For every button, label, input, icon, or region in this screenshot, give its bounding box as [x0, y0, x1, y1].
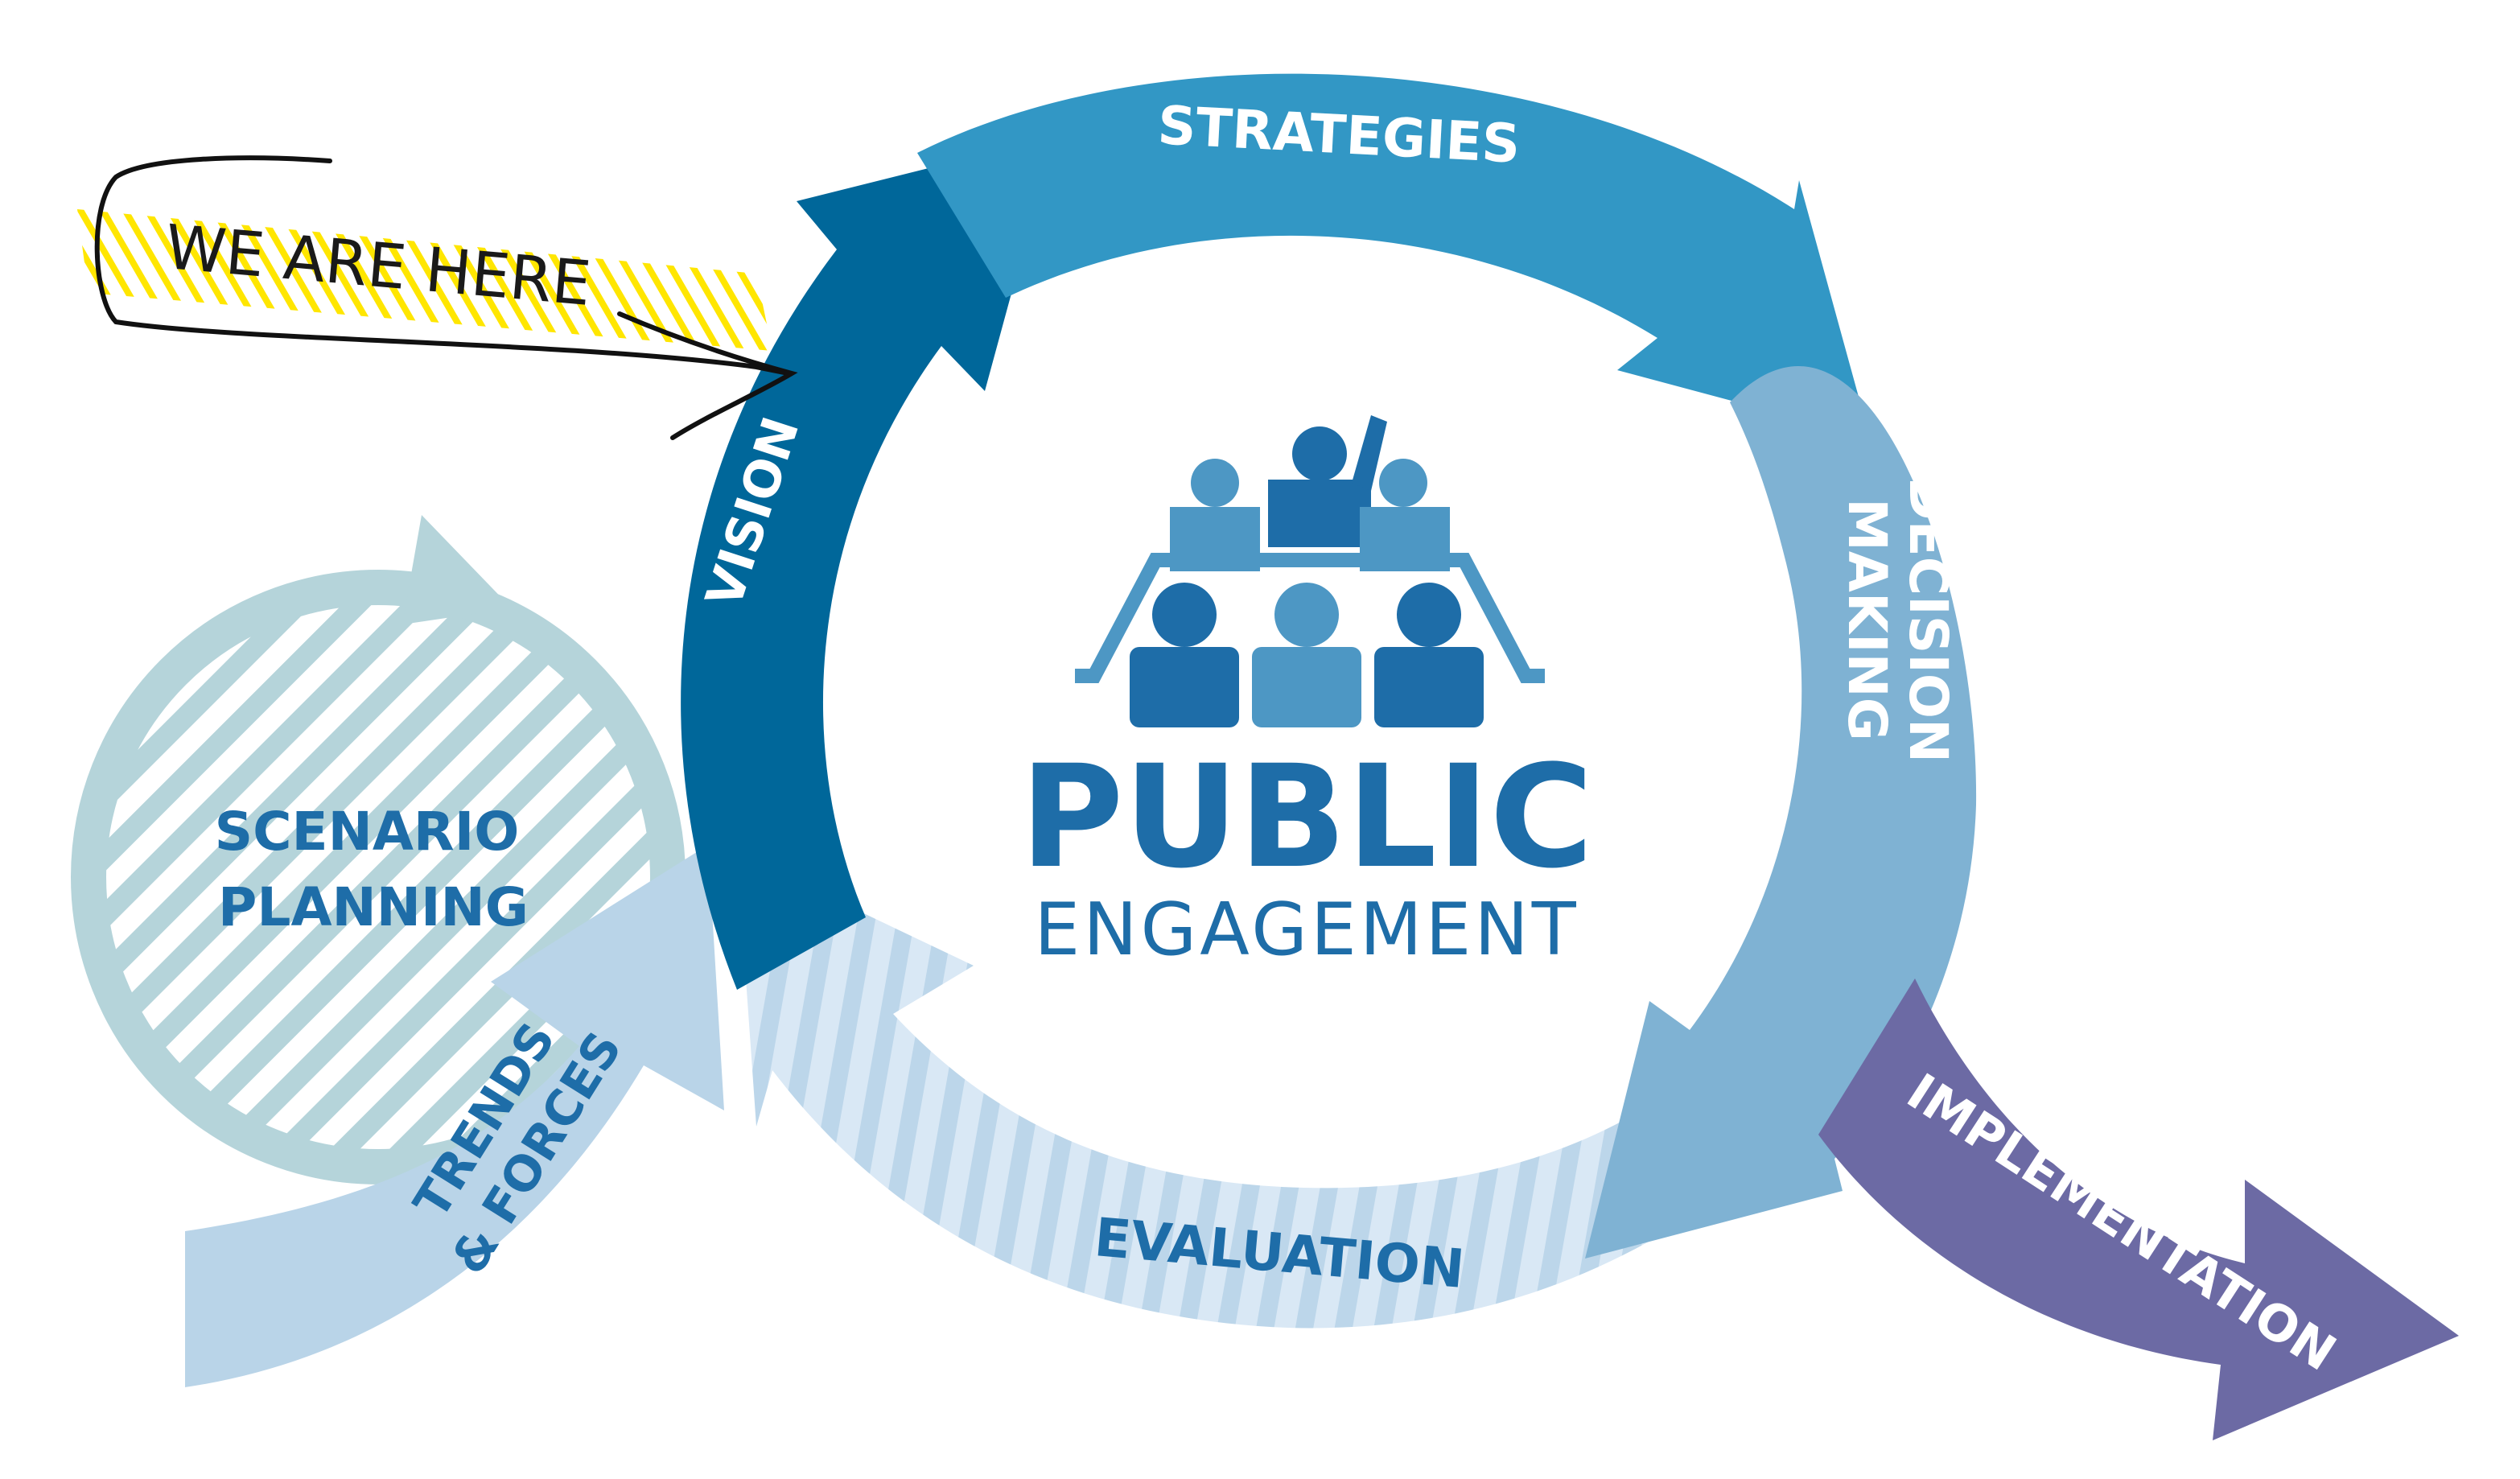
scenario-label-line2: PLANNING	[218, 876, 529, 938]
center-title: PUBLIC	[1020, 735, 1594, 900]
engagement-cycle: STRATEGIES DECISION MAKING VISION EVALUA…	[681, 73, 2459, 1440]
meeting-people-icon	[1075, 415, 1545, 727]
evaluation-segment	[737, 853, 1706, 1329]
decision-segment	[1585, 366, 1977, 1259]
center-subtitle: ENGAGEMENT	[1034, 888, 1579, 972]
scenario-arrowhead	[402, 515, 512, 624]
decision-label-line2: MAKING	[1836, 498, 1898, 741]
decision-label-line1: DECISION	[1897, 476, 1959, 763]
we-are-here-callout: WE ARE HERE	[77, 155, 798, 440]
implementation-segment	[1818, 978, 2459, 1440]
scenario-label-line1: SCENARIO	[215, 801, 520, 863]
strategies-segment	[917, 73, 1870, 438]
callout-arrow	[617, 311, 798, 440]
highlight-scribble	[77, 209, 772, 351]
callout-outline	[94, 155, 791, 376]
vision-segment	[681, 137, 1054, 990]
